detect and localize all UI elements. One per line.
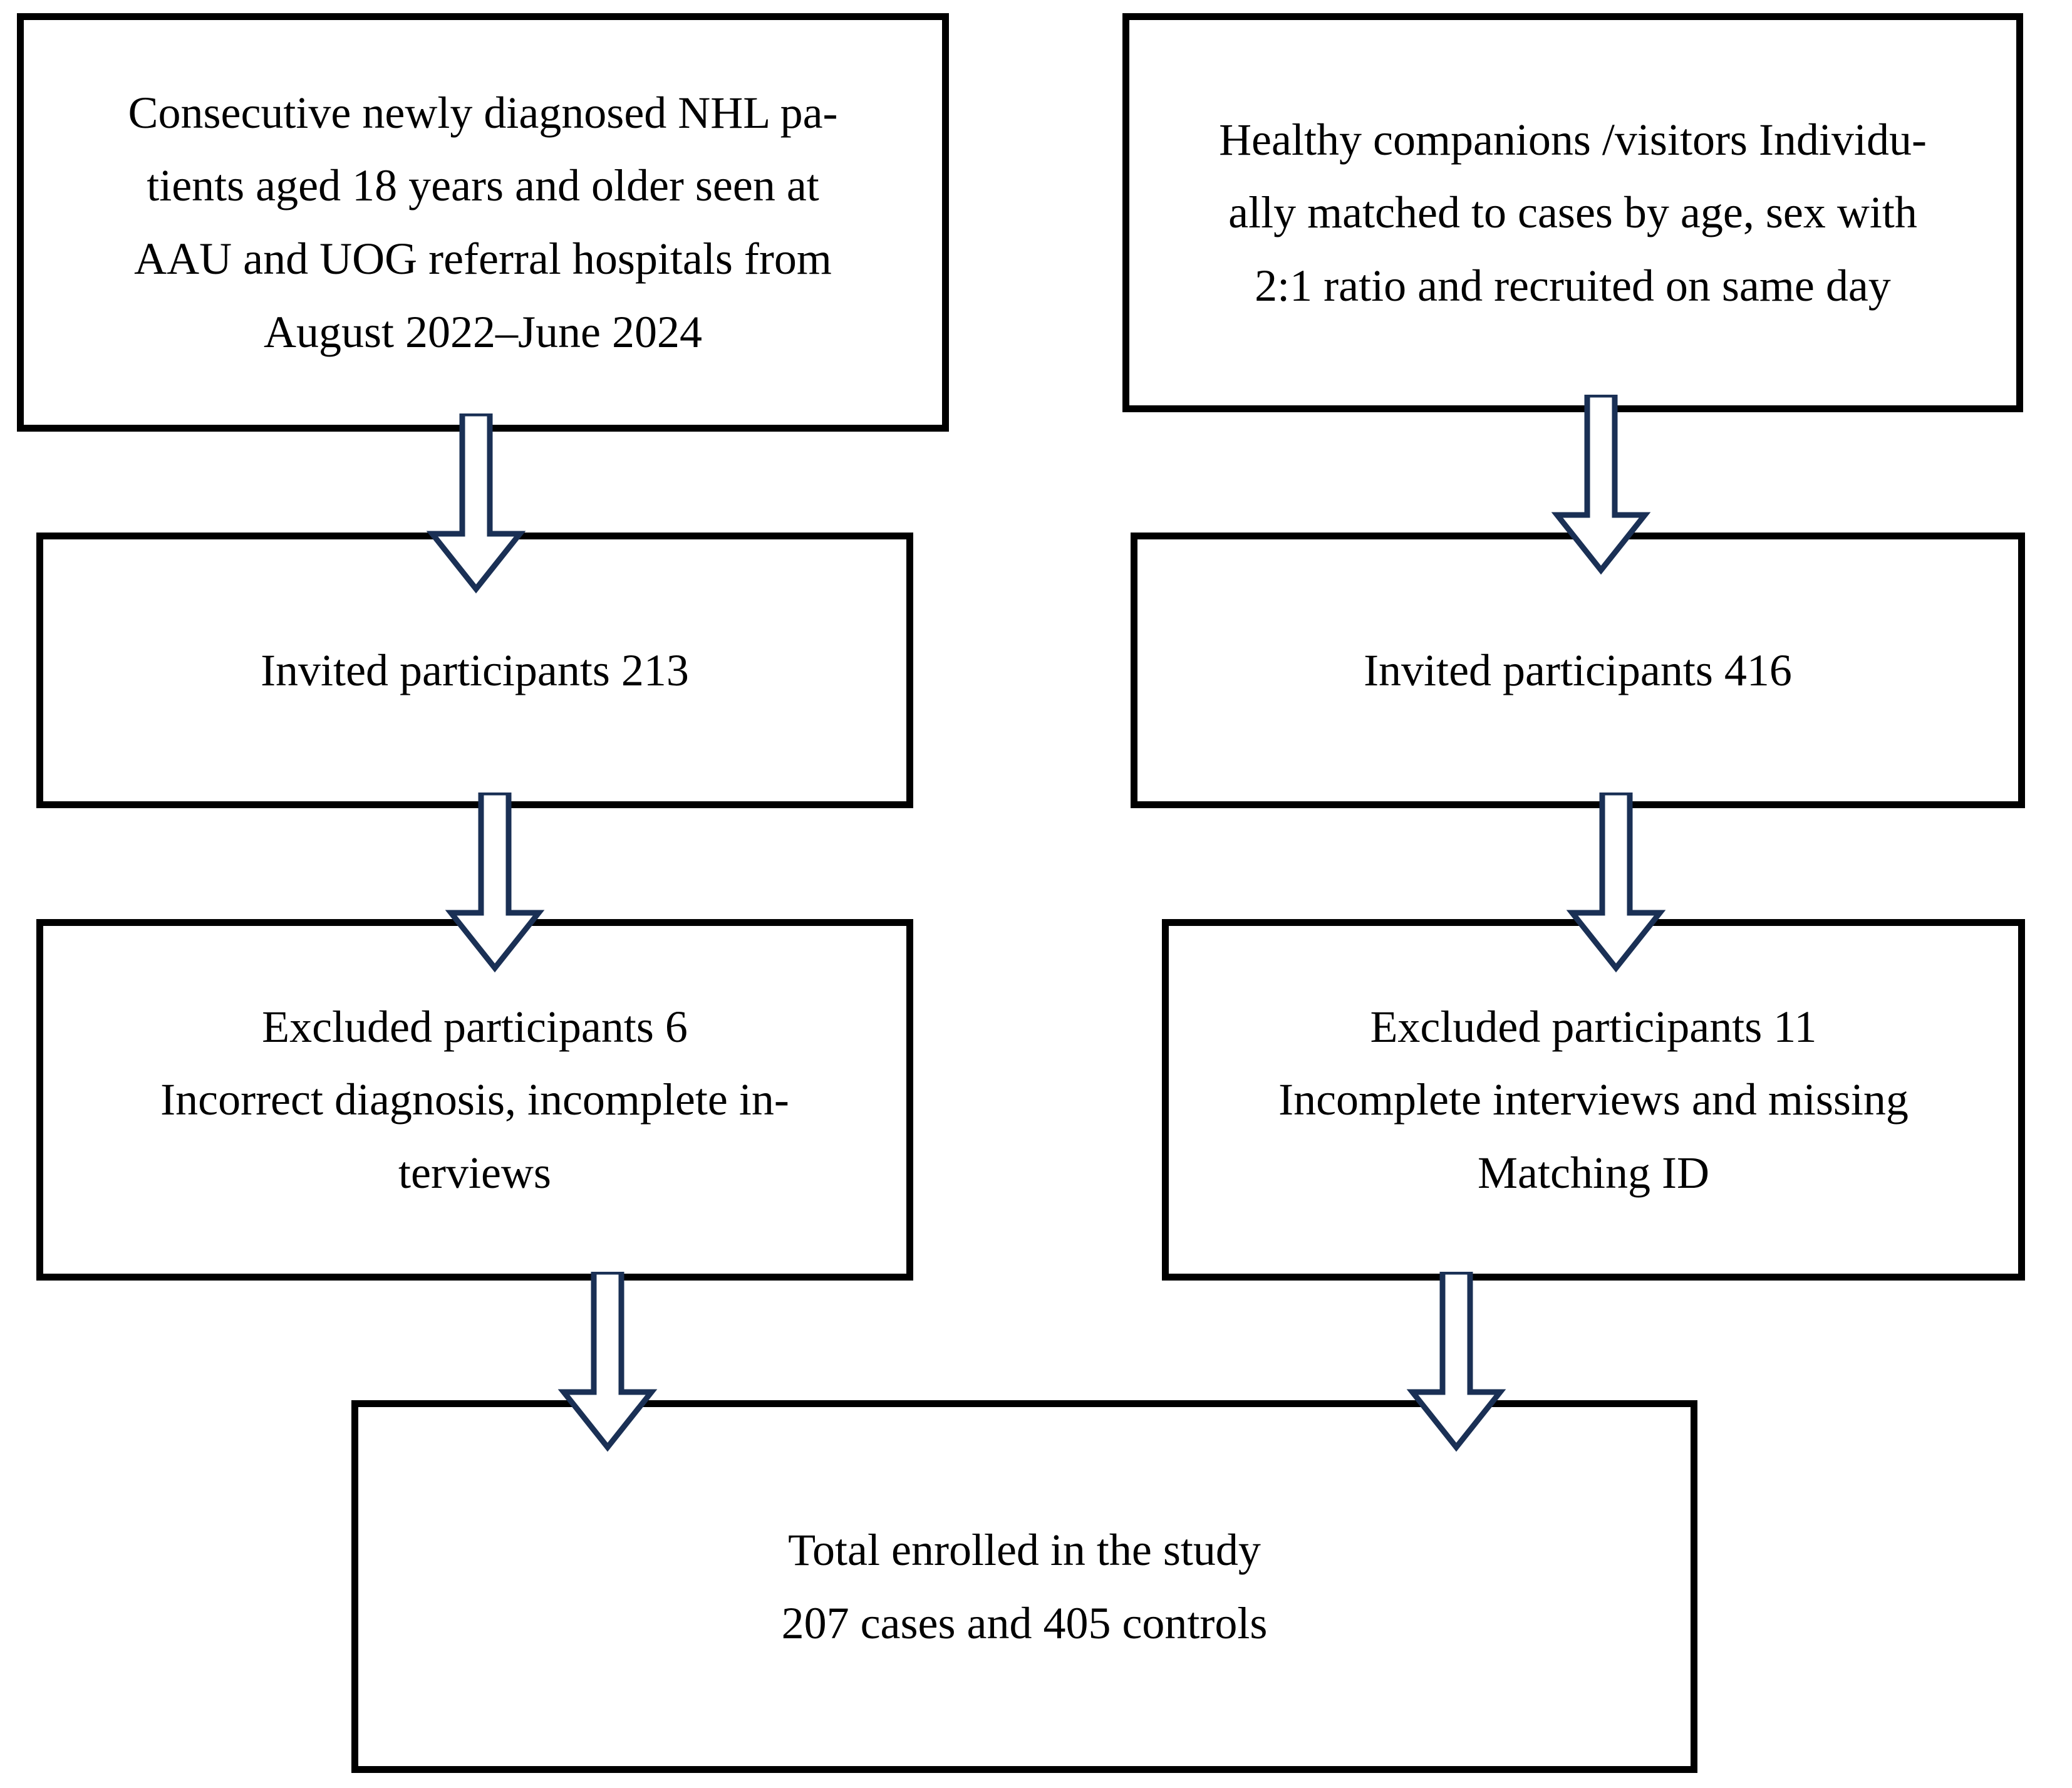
node-text-line: Total enrolled in the study <box>788 1524 1261 1575</box>
node-text-line: Incorrect diagnosis, incomplete in- <box>160 1074 789 1125</box>
node-text-line: terviews <box>398 1147 551 1198</box>
down-arrow-icon <box>413 413 539 595</box>
node-text-line: 207 cases and 405 controls <box>781 1598 1268 1648</box>
node-text-line: Healthy companions /visitors Individu- <box>1219 114 1927 165</box>
node-text-line: August 2022–June 2024 <box>264 306 702 357</box>
node-total-enrolled: Total enrolled in the study 207 cases an… <box>351 1400 1697 1773</box>
node-text-line: Excluded participants 11 <box>1370 1001 1817 1052</box>
down-arrow-icon <box>1538 395 1664 576</box>
node-text-line: AAU and UOG referral hospitals from <box>134 234 832 284</box>
node-text-line: ally matched to cases by age, sex with <box>1228 187 1917 238</box>
node-text-line: Consecutive newly diagnosed NHL pa- <box>128 87 838 138</box>
node-text-line: 2:1 ratio and recruited on same day <box>1255 260 1891 311</box>
down-arrow-icon <box>545 1272 670 1453</box>
down-arrow-icon <box>1394 1272 1519 1453</box>
node-text-line: Matching ID <box>1478 1147 1709 1198</box>
node-cases-source: Consecutive newly diagnosed NHL pa- tien… <box>17 13 949 432</box>
node-text-line: Incomplete interviews and missing <box>1278 1074 1909 1125</box>
node-text-line: Invited participants 416 <box>1364 645 1792 695</box>
down-arrow-icon <box>1553 793 1679 974</box>
down-arrow-icon <box>432 793 557 974</box>
node-controls-excluded: Excluded participants 11 Incomplete inte… <box>1162 919 2025 1281</box>
node-controls-invited: Invited participants 416 <box>1131 533 2025 808</box>
node-text-line: Invited participants 213 <box>261 645 689 695</box>
node-text-line: Excluded participants 6 <box>262 1001 688 1052</box>
node-controls-source: Healthy companions /visitors Individu- a… <box>1122 13 2023 412</box>
node-cases-excluded: Excluded participants 6 Incorrect diagno… <box>36 919 913 1281</box>
node-text-line: tients aged 18 years and older seen at <box>147 160 819 211</box>
